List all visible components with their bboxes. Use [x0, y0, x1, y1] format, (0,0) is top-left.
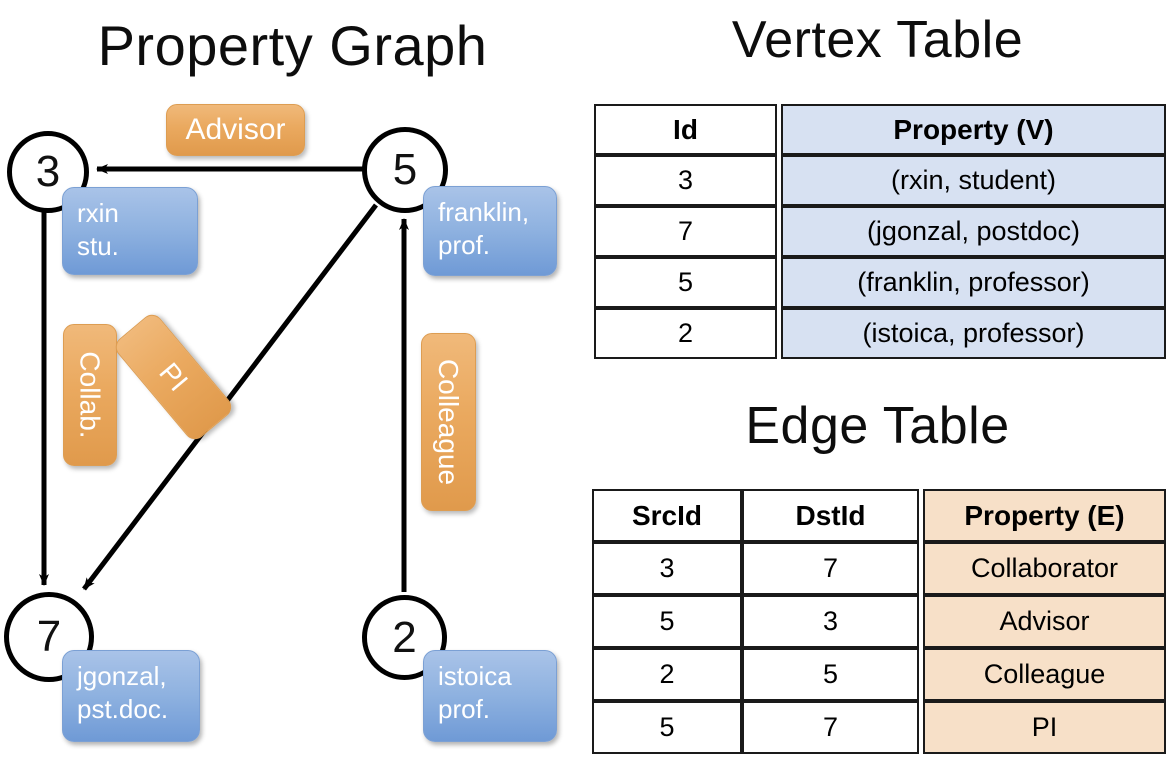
vertex-row-1-property: (jgonzal, postdoc): [781, 206, 1166, 257]
table-row: 2 5 Colleague: [592, 648, 1166, 701]
table-row: 3 (rxin, student): [594, 155, 1166, 206]
table-row: 3 7 Collaborator: [592, 542, 1166, 595]
node-property-2-line1: istoica: [438, 661, 512, 691]
vertex-row-3-property: (istoica, professor): [781, 308, 1166, 359]
vertex-table-header-property: Property (V): [781, 104, 1166, 155]
vertex-row-2-property: (franklin, professor): [781, 257, 1166, 308]
node-property-3-line2: stu.: [77, 231, 119, 262]
edge-row-1-property: Advisor: [923, 595, 1166, 648]
table-row: 5 (franklin, professor): [594, 257, 1166, 308]
edge-row-1-src: 5: [592, 595, 742, 648]
edge-table-header-srcid: SrcId: [592, 489, 742, 542]
node-property-callout-3: rxin stu.: [62, 187, 198, 275]
edge-row-0-dst: 7: [742, 542, 919, 595]
graph-node-3-id: 3: [35, 147, 61, 196]
vertex-row-1-id: 7: [594, 206, 777, 257]
edge-arrow-5-to-7: [82, 203, 378, 591]
edge-row-2-dst: 5: [742, 648, 919, 701]
edge-label-collab: Collab.: [63, 324, 117, 466]
table-row: 5 3 Advisor: [592, 595, 1166, 648]
node-property-callout-7: jgonzal, pst.doc.: [62, 650, 200, 742]
table-row: 5 7 PI: [592, 701, 1166, 754]
edge-row-2-property: Colleague: [923, 648, 1166, 701]
node-property-callout-5: franklin, prof.: [423, 186, 557, 276]
page-title-edge-table: Edge Table: [745, 397, 1010, 455]
edge-row-3-src: 5: [592, 701, 742, 754]
graph-edge-arrows: [39, 164, 409, 592]
edge-row-1-dst: 3: [742, 595, 919, 648]
vertex-row-0-property: (rxin, student): [781, 155, 1166, 206]
vertex-row-2-id: 5: [594, 257, 777, 308]
edge-table-header-dstid: DstId: [742, 489, 919, 542]
graph-node-2-id: 2: [392, 612, 417, 662]
node-property-5-line1: franklin,: [438, 197, 530, 227]
vertex-row-0-id: 3: [594, 155, 777, 206]
vertex-row-3-id: 2: [594, 308, 777, 359]
edge-label-pi-text: PI: [153, 356, 195, 397]
vertex-table-header-id: Id: [594, 104, 777, 155]
page-title-vertex-table: Vertex Table: [731, 11, 1024, 69]
edge-row-2-src: 2: [592, 648, 742, 701]
edge-table-header-property: Property (E): [923, 489, 1166, 542]
node-property-5-line2: prof.: [438, 230, 491, 261]
page-title-property-graph: Property Graph: [97, 14, 488, 77]
edge-label-advisor: Advisor: [166, 104, 305, 156]
edge-row-0-src: 3: [592, 542, 742, 595]
graph-node-2[interactable]: 2: [362, 595, 447, 680]
node-property-7-line1: jgonzal,: [77, 661, 167, 691]
vertex-table-header-row: Id Property (V): [594, 104, 1166, 155]
graph-node-5-id: 5: [392, 145, 418, 194]
node-property-callout-2: istoica prof.: [423, 650, 557, 742]
node-property-2-line2: prof.: [438, 694, 491, 725]
edge-row-3-property: PI: [923, 701, 1166, 754]
property-graph-diagram: 3 5 7 2 rxin stu. franklin, prof. jgonza…: [4, 104, 557, 742]
edge-row-3-dst: 7: [742, 701, 919, 754]
table-row: 2 (istoica, professor): [594, 308, 1166, 359]
edge-label-colleague: Colleague: [421, 333, 476, 511]
edge-row-0-property: Collaborator: [923, 542, 1166, 595]
node-property-3-line1: rxin: [77, 198, 119, 228]
edge-label-advisor-text: Advisor: [185, 113, 286, 146]
graph-node-5[interactable]: 5: [362, 127, 448, 213]
graph-node-7-id: 7: [36, 612, 62, 661]
vertex-table: Id Property (V) 3 (rxin, student) 7 (jgo…: [594, 104, 1166, 359]
edge-label-collab-text: Collab.: [75, 351, 107, 439]
edge-table: SrcId DstId Property (E) 3 7 Collaborato…: [592, 489, 1166, 754]
table-row: 7 (jgonzal, postdoc): [594, 206, 1166, 257]
edge-table-header-row: SrcId DstId Property (E): [592, 489, 1166, 542]
node-property-7-line2: pst.doc.: [77, 694, 169, 725]
edge-label-colleague-text: Colleague: [433, 358, 465, 486]
